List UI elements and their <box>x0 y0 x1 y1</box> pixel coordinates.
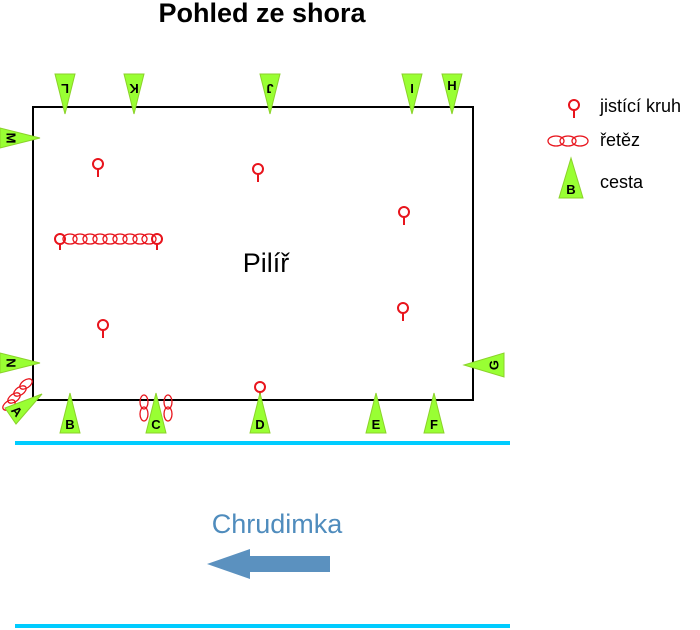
route-H[interactable]: H <box>441 73 463 115</box>
river-label: Chrudimka <box>212 509 344 539</box>
ring-icon <box>252 163 264 182</box>
ring-icon <box>568 99 580 118</box>
legend-chain: řetěz <box>547 130 640 150</box>
chain-icon <box>54 233 163 250</box>
routes-bottom: B C D E F <box>59 392 445 434</box>
route-triangle-icon <box>59 392 81 434</box>
route-triangle-icon <box>249 392 271 434</box>
route-triangle-icon <box>401 73 423 115</box>
route-label: K <box>129 81 139 96</box>
route-label: C <box>151 417 161 432</box>
legend-chain-label: řetěz <box>600 130 640 150</box>
route-M[interactable]: M <box>0 127 41 149</box>
legend-ring-label: jistící kruh <box>599 96 681 116</box>
route-L[interactable]: L <box>54 73 76 115</box>
chain-icon <box>139 394 173 422</box>
route-C[interactable]: C <box>145 392 167 434</box>
ring-icon <box>97 319 109 338</box>
route-N[interactable]: N <box>0 352 41 374</box>
pillar-label: Pilíř <box>243 248 291 278</box>
legend: jistící kruh řetěz B cesta <box>547 96 681 199</box>
route-E[interactable]: E <box>365 392 387 434</box>
route-K[interactable]: K <box>123 73 145 115</box>
route-triangle-icon <box>423 392 445 434</box>
route-label: F <box>430 417 438 432</box>
route-A[interactable]: A <box>4 393 43 425</box>
chain-icon <box>547 135 589 147</box>
route-triangle-icon <box>145 392 167 434</box>
route-label: H <box>447 78 456 93</box>
route-triangle-icon <box>259 73 281 115</box>
legend-route-sample: B <box>566 182 575 197</box>
ring-icon <box>398 206 410 225</box>
ring-icon <box>92 158 104 177</box>
route-label: E <box>372 417 381 432</box>
route-label: G <box>486 360 501 370</box>
route-triangle-icon <box>441 73 463 115</box>
route-triangle-icon <box>0 127 41 149</box>
route-label: L <box>61 81 69 96</box>
route-G[interactable]: G <box>462 352 505 378</box>
route-label: J <box>266 81 273 96</box>
route-triangle-icon <box>462 352 505 378</box>
route-triangle-icon <box>123 73 145 115</box>
routes-right: G <box>462 352 505 378</box>
route-label: I <box>410 81 414 96</box>
pillar-outline <box>32 106 474 401</box>
route-label: N <box>4 358 19 367</box>
route-triangle-icon <box>0 352 41 374</box>
route-J[interactable]: J <box>259 73 281 115</box>
route-D[interactable]: D <box>249 392 271 434</box>
route-I[interactable]: I <box>401 73 423 115</box>
rings-group <box>92 158 410 400</box>
route-label: M <box>4 133 19 144</box>
route-B[interactable]: B <box>59 392 81 434</box>
route-triangle-icon <box>54 73 76 115</box>
route-label: B <box>65 417 74 432</box>
arrow-left-icon <box>207 549 330 579</box>
route-triangle-icon <box>558 156 584 199</box>
legend-ring: jistící kruh <box>568 96 681 118</box>
route-label: D <box>255 417 264 432</box>
routes-left: M N A <box>0 127 43 425</box>
route-F[interactable]: F <box>423 392 445 434</box>
chain-icon <box>2 378 33 411</box>
routes-top: L K J I H <box>54 73 463 115</box>
legend-route-label: cesta <box>600 172 644 192</box>
legend-route: B cesta <box>558 156 644 199</box>
diagram-title: Pohled ze shora <box>158 0 366 28</box>
route-triangle-icon <box>4 393 43 425</box>
ring-icon <box>397 302 409 321</box>
route-triangle-icon <box>365 392 387 434</box>
